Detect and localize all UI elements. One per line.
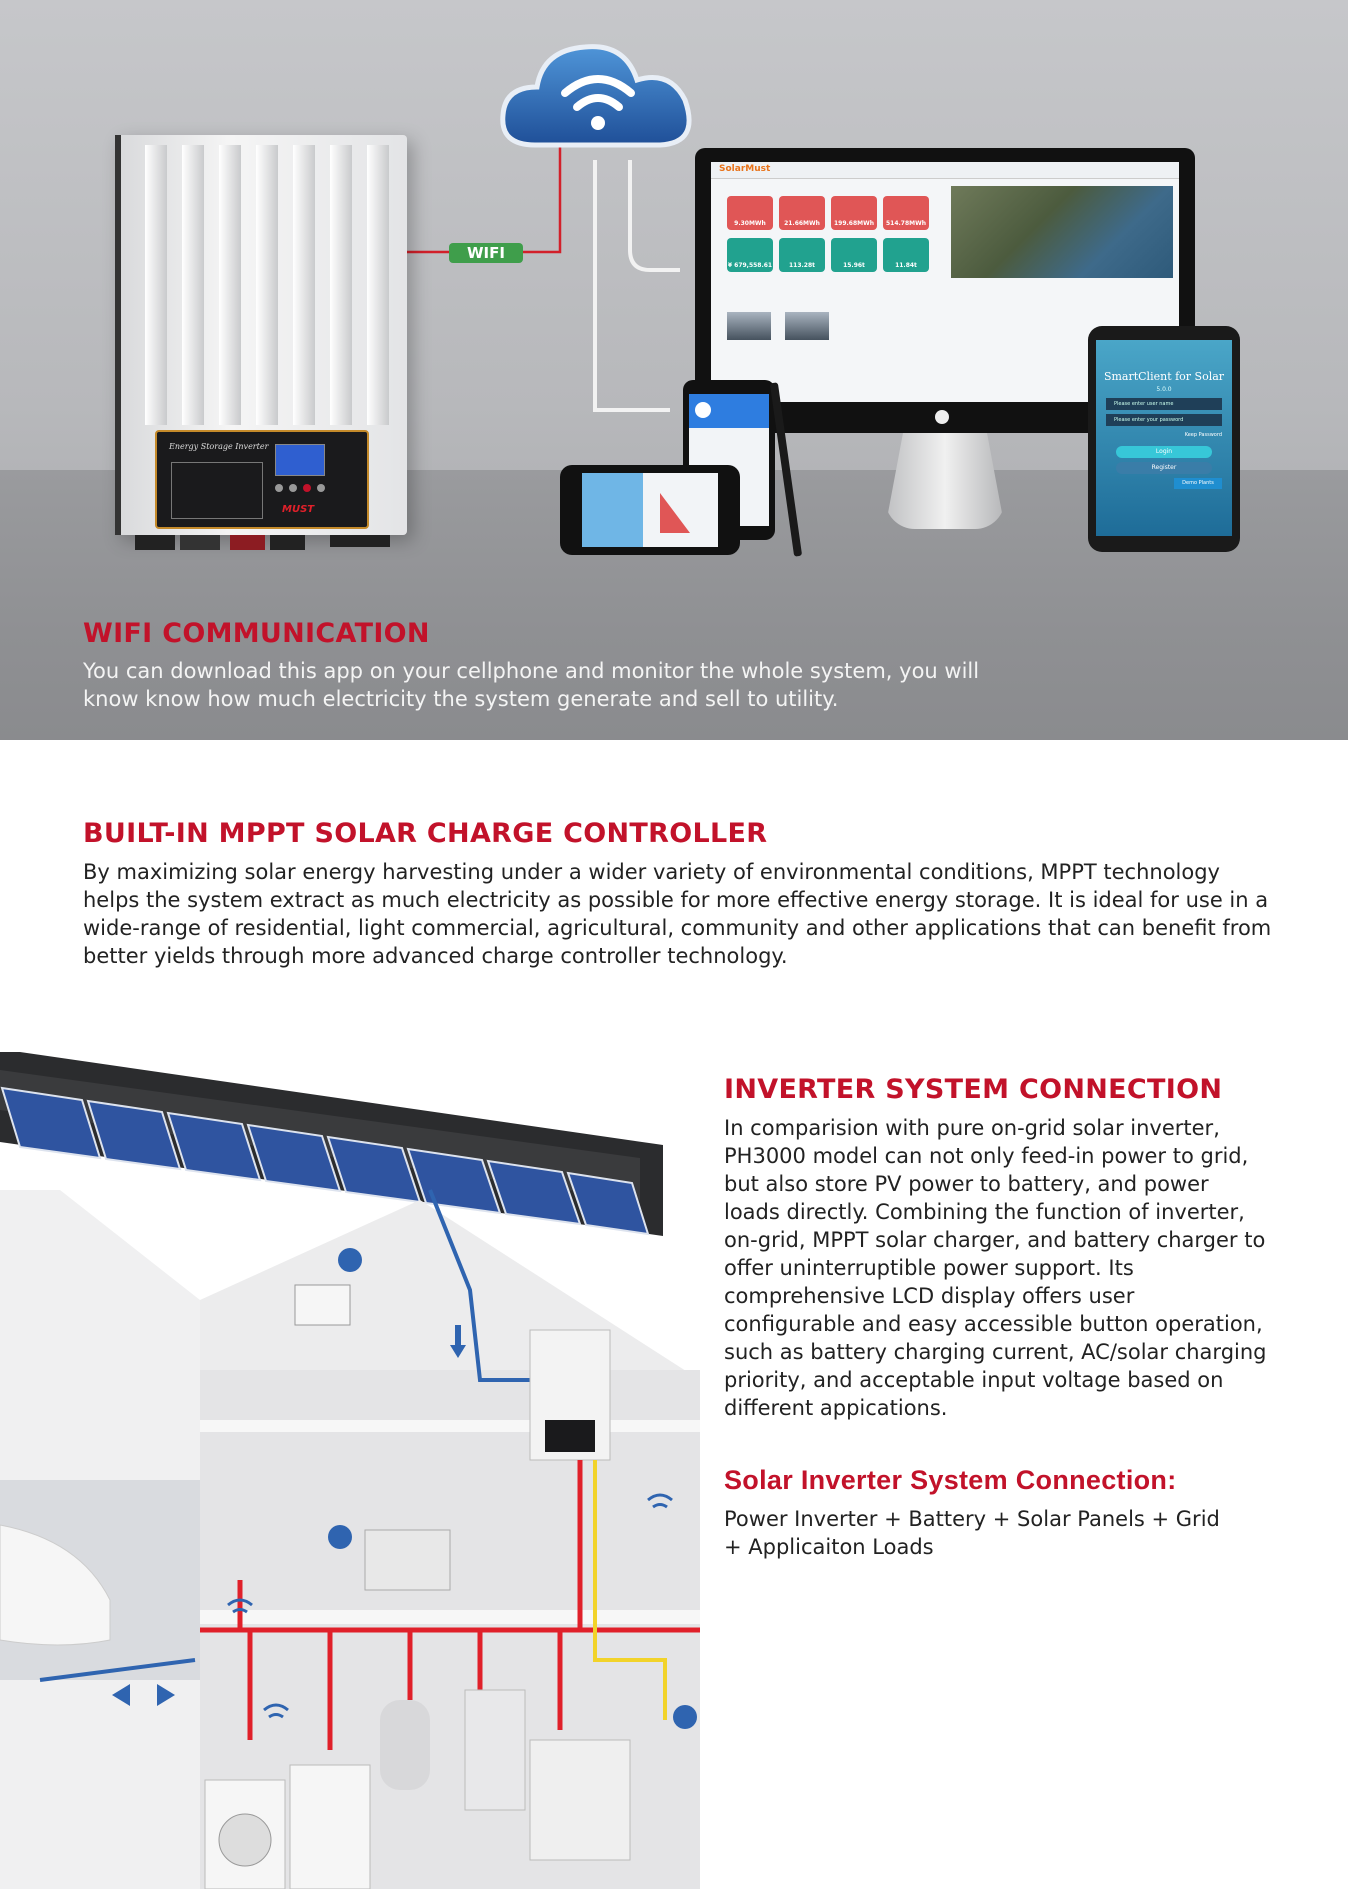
- tablet-app-version: 5.0.0: [1156, 386, 1172, 393]
- inverter-control-panel: Energy Storage Inverter MUST: [155, 430, 369, 529]
- tablet-screen: SmartClient for Solar 5.0.0 Please enter…: [1096, 340, 1232, 536]
- inverter-label: Energy Storage Inverter: [169, 442, 269, 451]
- mppt-section-title: BUILT-IN MPPT SOLAR CHARGE CONTROLLER: [83, 818, 768, 849]
- stat-card: 15.96t: [831, 238, 877, 272]
- stat-card: 21.66MWh: [779, 196, 825, 230]
- solar-panels: [0, 1086, 650, 1236]
- plant-thumbnail[interactable]: [785, 312, 829, 340]
- monitor-stand: [885, 433, 1005, 529]
- wifi-section-title: WIFI COMMUNICATION: [83, 618, 430, 649]
- wifi-icon: [561, 75, 635, 111]
- stat-card: 11.84t: [883, 238, 929, 272]
- keep-password-checkbox[interactable]: Keep Password: [1184, 432, 1222, 438]
- password-input[interactable]: Please enter your password: [1106, 414, 1222, 426]
- tablet-app-title: SmartClient for Solar: [1103, 370, 1225, 383]
- stat-card: 199.68MWh: [831, 196, 877, 230]
- inverter-section-title: INVERTER SYSTEM CONNECTION: [724, 1074, 1223, 1105]
- login-button[interactable]: Login: [1116, 446, 1212, 458]
- stat-card: 9.30MWh: [727, 196, 773, 230]
- mppt-section-body: By maximizing solar energy harvesting un…: [83, 860, 1272, 968]
- desktop-app-brand: SolarMust: [719, 164, 771, 174]
- demo-plants-button[interactable]: Demo Plants: [1174, 478, 1222, 489]
- wifi-tag: WIFI: [449, 243, 523, 263]
- connection-section-title: Solar Inverter System Connection:: [724, 1465, 1177, 1495]
- wifi-signal-icon: [227, 1493, 673, 1719]
- inverter-brand: MUST: [282, 504, 315, 515]
- wifi-hero: WIFI Energy Storage Inverter MUST: [0, 0, 1348, 740]
- desktop-app-header: SolarMust: [711, 162, 1179, 179]
- inverter-section-body: In comparision with pure on-grid solar i…: [724, 1116, 1267, 1420]
- desktop-map: [951, 186, 1173, 278]
- stat-card: ¥ 679,558.61: [727, 238, 773, 272]
- house-illustration: [0, 1040, 852, 1890]
- cloud-icon: [500, 44, 692, 148]
- inverter-unit: Energy Storage Inverter MUST: [115, 135, 407, 550]
- connection-section-body: Power Inverter + Battery + Solar Panels …: [724, 1507, 1220, 1559]
- username-input[interactable]: Please enter user name: [1106, 398, 1222, 410]
- tablet-device: SmartClient for Solar 5.0.0 Please enter…: [1088, 326, 1240, 552]
- register-button[interactable]: Register: [1116, 462, 1212, 474]
- stat-card: 113.28t: [779, 238, 825, 272]
- globe-icon: [328, 1248, 697, 1729]
- stat-card: 514.78MWh: [883, 196, 929, 230]
- inverter-lcd: [275, 444, 325, 476]
- house-arrow-icon: [112, 1684, 175, 1706]
- house-diagram: [0, 1052, 852, 1890]
- wifi-section-body: You can download this app on your cellph…: [83, 659, 980, 711]
- inverter-buttons: [171, 462, 263, 519]
- phone-landscape: [560, 465, 740, 555]
- plant-thumbnail[interactable]: [727, 312, 771, 340]
